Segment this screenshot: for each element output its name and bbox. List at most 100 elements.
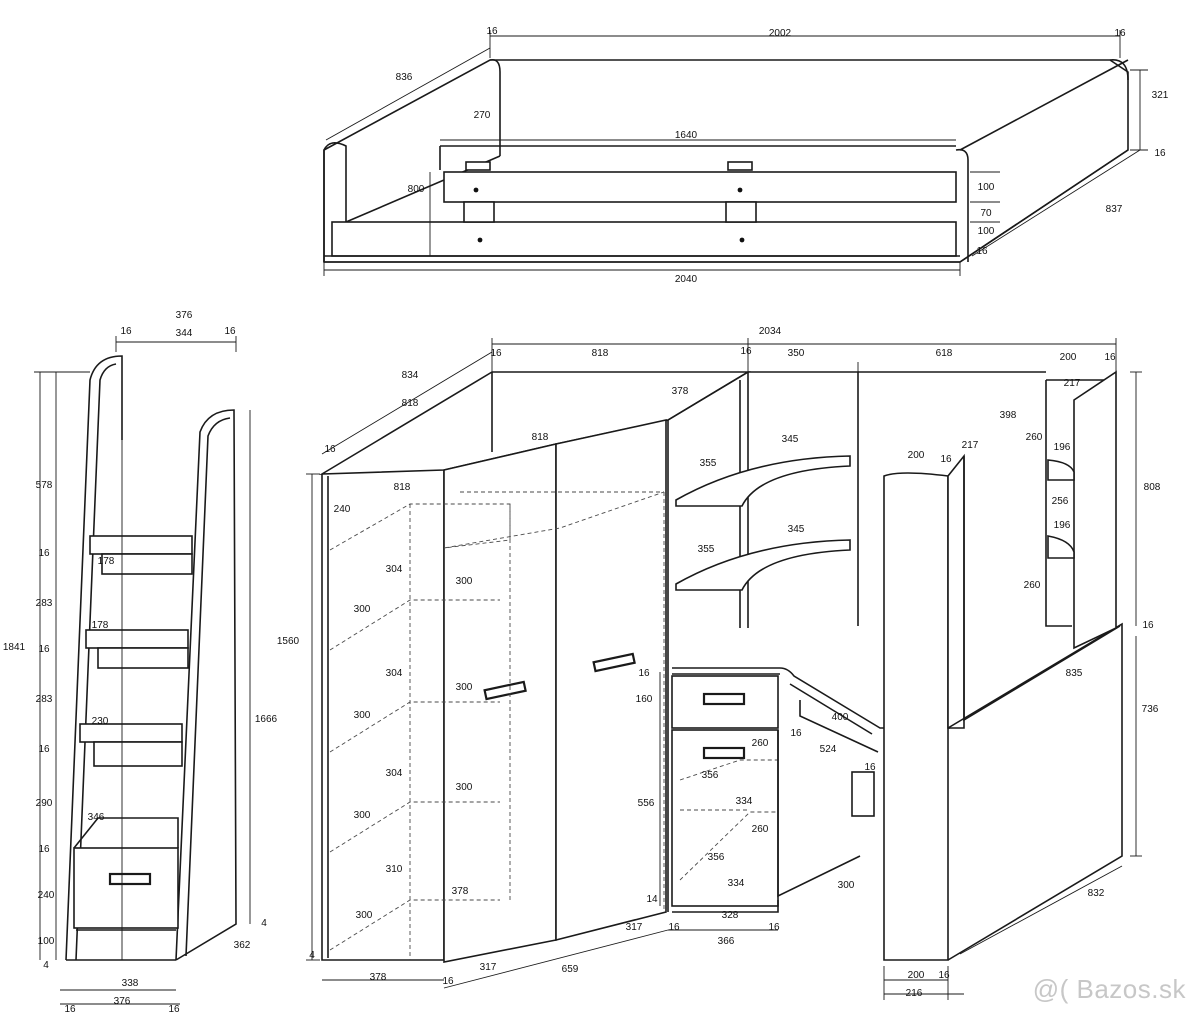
stairs-dimension-s5: 578: [36, 480, 53, 491]
loft-dimension-m26: 256: [1052, 496, 1069, 507]
loft-dimension-m24: 818: [394, 482, 411, 493]
loft-dimension-m58: 334: [728, 878, 745, 889]
loft-dimension-m41: 300: [354, 710, 371, 721]
loft-dimension-m57: 832: [1088, 888, 1105, 899]
loft-dimension-m42: 736: [1142, 704, 1159, 715]
loft-dimension-m14: 818: [532, 432, 549, 443]
stairs-dimension-s21: 4: [43, 960, 49, 971]
stairs-dimension-s12: 283: [36, 694, 53, 705]
bed-drawing: [323, 30, 1148, 276]
loft-dimension-m29: 355: [698, 544, 715, 555]
loft-dimension-m43: 400: [832, 712, 849, 723]
loft-dimension-m17: 217: [962, 440, 979, 451]
loft-dimension-m32: 300: [354, 604, 371, 615]
loft-dimension-m15: 345: [782, 434, 799, 445]
loft-dimension-m1: 2034: [759, 326, 782, 337]
loft-dimension-m10: 818: [402, 398, 419, 409]
loft-dimension-m22: 808: [1144, 482, 1161, 493]
stairs-dimension-s2: 16: [120, 326, 132, 337]
stairs-dimension-s24: 338: [122, 978, 139, 989]
loft-dimension-m72: 200: [908, 970, 925, 981]
stairs-dimension-s23: 362: [234, 940, 251, 951]
bed-dimension-b12: 70: [980, 208, 992, 219]
loft-dimension-m54: 260: [752, 824, 769, 835]
loft-dimension-m73: 16: [938, 970, 950, 981]
loft-dimension-m50: 300: [456, 782, 473, 793]
loft-dimension-m21: 196: [1054, 442, 1071, 453]
loft-dimension-m3: 818: [592, 348, 609, 359]
loft-dimension-m69: 378: [370, 972, 387, 983]
stairs-drawing: [34, 336, 251, 1005]
loft-dimension-m37: 300: [456, 682, 473, 693]
loft-dimension-m67: 4: [309, 950, 315, 961]
loft-dimension-m65: 16: [668, 922, 680, 933]
loft-dimension-m36: 304: [386, 668, 403, 679]
loft-dimension-m25: 240: [334, 504, 351, 515]
loft-dimension-m70: 317: [480, 962, 497, 973]
loft-dimension-m31: 300: [456, 576, 473, 587]
stairs-dimension-s7: 16: [38, 548, 50, 559]
loft-dimension-m9: 834: [402, 370, 419, 381]
stairs-dimension-s4: 16: [224, 326, 236, 337]
bed-dimension-b3: 16: [1114, 28, 1126, 39]
stairs-dimension-s6: 178: [98, 556, 115, 567]
loft-dimension-m33: 260: [1024, 580, 1041, 591]
loft-dimension-m71: 659: [562, 964, 579, 975]
stairs-dimension-s16: 290: [36, 798, 53, 809]
loft-dimension-m47: 304: [386, 768, 403, 779]
loft-dimension-m23: 355: [700, 458, 717, 469]
loft-dimension-m51: 556: [638, 798, 655, 809]
stairs-dimension-s9: 178: [92, 620, 109, 631]
loft-dimension-m13: 398: [1000, 410, 1017, 421]
loft-dimension-m62: 300: [356, 910, 373, 921]
loft-dimension-m28: 196: [1054, 520, 1071, 531]
stairs-dimension-s18: 16: [38, 844, 50, 855]
loft-dimension-m59: 300: [838, 880, 855, 891]
loft-dimension-m40: 160: [636, 694, 653, 705]
stairs-dimension-s27: 376: [114, 996, 131, 1007]
bed-dimension-b14: 16: [976, 246, 988, 257]
loft-dimension-m48: 356: [702, 770, 719, 781]
stairs-dimension-s22: 4: [261, 918, 267, 929]
bed-dimension-b13: 100: [978, 226, 995, 237]
loft-dimension-m5: 350: [788, 348, 805, 359]
loft-bed-drawing: [306, 338, 1142, 1000]
stairs-dimension-s20: 100: [38, 936, 55, 947]
loft-dimension-m60: 378: [452, 886, 469, 897]
loft-dimension-m7: 200: [1060, 352, 1077, 363]
loft-dimension-m44: 16: [790, 728, 802, 739]
loft-dimension-m30: 304: [386, 564, 403, 575]
stairs-dimension-s19: 240: [38, 890, 55, 901]
loft-dimension-m56: 356: [708, 852, 725, 863]
loft-dimension-m27: 345: [788, 524, 805, 535]
loft-dimension-m34: 1560: [277, 636, 300, 647]
loft-dimension-m45: 260: [752, 738, 769, 749]
loft-dimension-m52: 334: [736, 796, 753, 807]
loft-dimension-m74: 16: [442, 976, 454, 987]
bed-dimension-b9: 800: [408, 184, 425, 195]
stairs-dimension-s8: 283: [36, 598, 53, 609]
loft-dimension-m61: 14: [646, 894, 658, 905]
loft-dimension-m12: 217: [1064, 378, 1081, 389]
stairs-dimension-s1: 376: [176, 310, 193, 321]
loft-dimension-m11: 378: [672, 386, 689, 397]
loft-dimension-m46: 524: [820, 744, 837, 755]
loft-dimension-m4: 16: [740, 346, 752, 357]
loft-dimension-m64: 317: [626, 922, 643, 933]
loft-dimension-m2: 16: [490, 348, 502, 359]
stairs-dimension-s15: 1666: [255, 714, 278, 725]
bed-dimension-b1: 16: [486, 26, 498, 37]
loft-dimension-m35: 16: [1142, 620, 1154, 631]
loft-dimension-m68: 366: [718, 936, 735, 947]
loft-dimension-m39: 835: [1066, 668, 1083, 679]
loft-dimension-m16: 16: [324, 444, 336, 455]
bed-dimension-b4: 836: [396, 72, 413, 83]
bed-dimension-b11: 837: [1106, 204, 1123, 215]
bazos-watermark: @( Bazos.sk: [1032, 974, 1186, 1004]
loft-dimension-m49: 16: [864, 762, 876, 773]
stairs-dimension-s25: 16: [64, 1004, 76, 1015]
loft-dimension-m55: 310: [386, 864, 403, 875]
bed-dimension-b5: 321: [1152, 90, 1169, 101]
stairs-dimension-s14: 16: [38, 744, 50, 755]
